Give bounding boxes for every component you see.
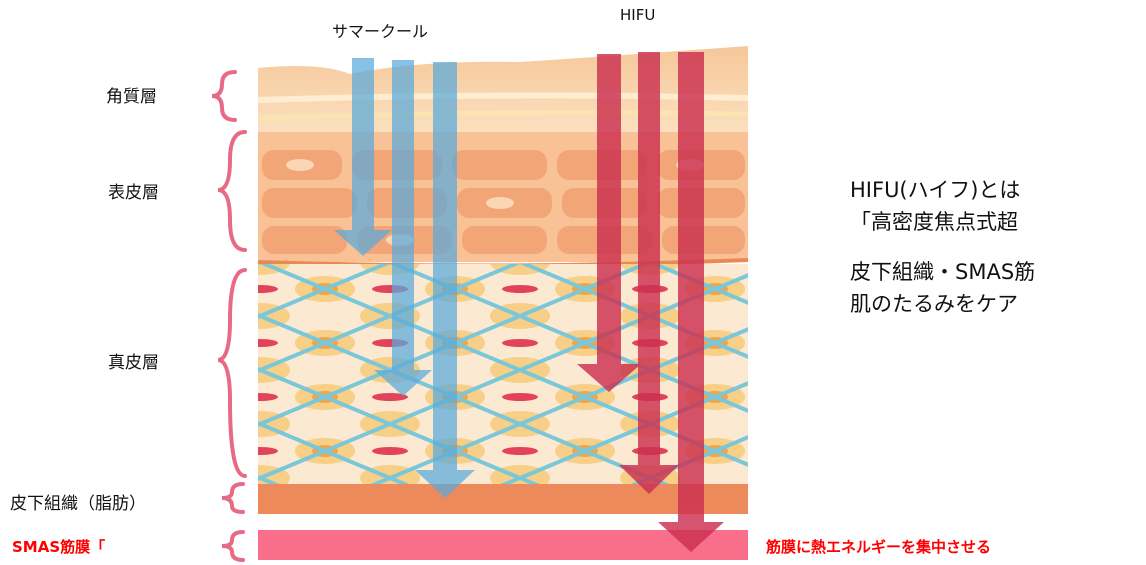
bracket-subcutaneous [221, 482, 245, 514]
thermacool-arrow-2 [374, 60, 432, 396]
description-line-1: HIFU(ハイフ)とは [850, 178, 1021, 202]
bracket-smas [221, 530, 245, 562]
description-line-4: 肌のたるみをケア [850, 292, 1018, 316]
label-epidermis: 表皮層 [108, 183, 159, 203]
label-dermis: 真皮層 [108, 353, 159, 373]
hifu-arrow-2 [619, 52, 679, 494]
hifu-arrows [577, 52, 724, 552]
stratum-corneum-layer [258, 46, 748, 132]
label-stratum-corneum: 角質層 [106, 87, 157, 107]
thermacool-arrows [334, 58, 475, 498]
bracket-epidermis [217, 130, 247, 252]
dermis-layer [258, 264, 748, 484]
caption-fascia-heat: 筋膜に熱エネルギーを集中させる [766, 538, 992, 556]
description-line-2: 「高密度焦点式超 [850, 210, 1018, 234]
label-subcutaneous: 皮下組織（脂肪） [10, 494, 146, 514]
thermacool-title: サマークール [332, 22, 429, 41]
bracket-dermis [217, 268, 247, 478]
thermacool-arrow-3 [415, 62, 475, 498]
layer-brackets [211, 70, 247, 562]
smas-band [258, 530, 748, 560]
label-smas: SMAS筋膜「 [12, 538, 106, 556]
description-line-3: 皮下組織・SMAS筋 [850, 260, 1036, 284]
bracket-stratum-corneum [211, 70, 237, 122]
hifu-arrow-3 [658, 52, 724, 552]
hifu-title: HIFU [620, 6, 656, 24]
subcutaneous-fat-band [258, 484, 748, 514]
hifu-arrow-1 [577, 54, 641, 392]
thermacool-arrow-1 [334, 58, 392, 256]
